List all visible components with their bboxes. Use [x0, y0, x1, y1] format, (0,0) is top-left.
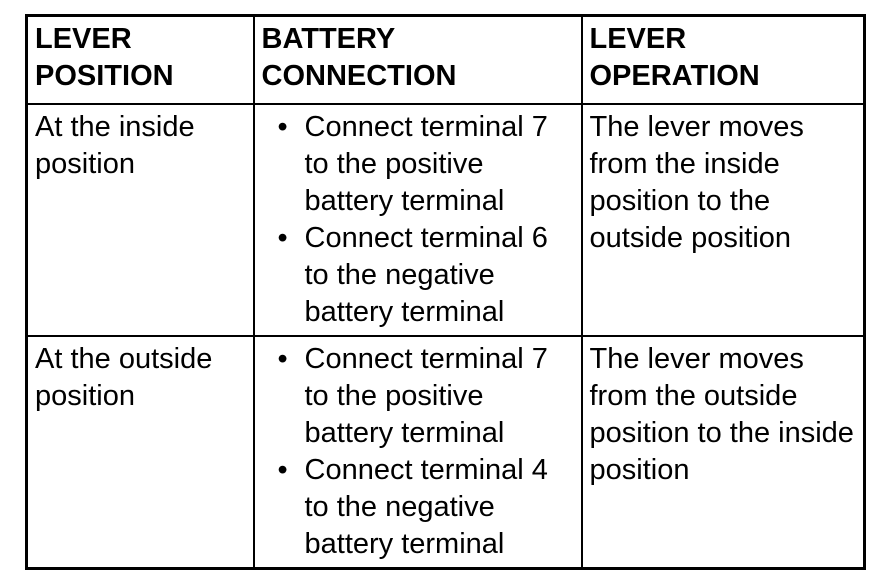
connections-cell: • Connect terminal 7 to the positive bat…: [252, 102, 583, 337]
bullet-icon: •: [277, 221, 288, 254]
header-cell-lever-operation: LEVER OPERATION: [580, 14, 866, 105]
connection-text: Connect terminal 7 to the positive batte…: [304, 110, 548, 217]
table-row-inside-position: At the inside position • Connect termina…: [25, 102, 866, 337]
position-cell: At the inside position: [25, 102, 255, 337]
header-cell-lever-position: LEVER POSITION: [25, 14, 255, 105]
bullet-item: • Connect terminal 7 to the positive bat…: [262, 341, 573, 452]
bullet-icon: •: [277, 342, 288, 375]
header-cell-battery-connection: BATTERY CONNECTION: [252, 14, 583, 105]
position-cell: At the outside position: [25, 334, 255, 569]
connection-text: Connect terminal 6 to the negative batte…: [304, 221, 548, 328]
connections-cell: • Connect terminal 7 to the positive bat…: [252, 334, 583, 569]
table-row-outside-position: At the outside position • Connect termin…: [25, 334, 866, 569]
lever-operation-table: LEVER POSITION BATTERY CONNECTION LEVER …: [25, 14, 866, 570]
header-row: LEVER POSITION BATTERY CONNECTION LEVER …: [25, 14, 866, 105]
operation-cell: The lever moves from the inside position…: [580, 102, 866, 337]
bullet-icon: •: [277, 453, 288, 486]
connection-text: Connect terminal 4 to the negative batte…: [304, 453, 548, 560]
connection-text: Connect terminal 7 to the positive batte…: [304, 342, 548, 449]
bullet-item: • Connect terminal 6 to the negative bat…: [262, 220, 573, 331]
operation-cell: The lever moves from the outside positio…: [580, 334, 866, 569]
bullet-icon: •: [277, 110, 288, 143]
bullet-item: • Connect terminal 4 to the negative bat…: [262, 452, 573, 563]
bullet-item: • Connect terminal 7 to the positive bat…: [262, 109, 573, 220]
